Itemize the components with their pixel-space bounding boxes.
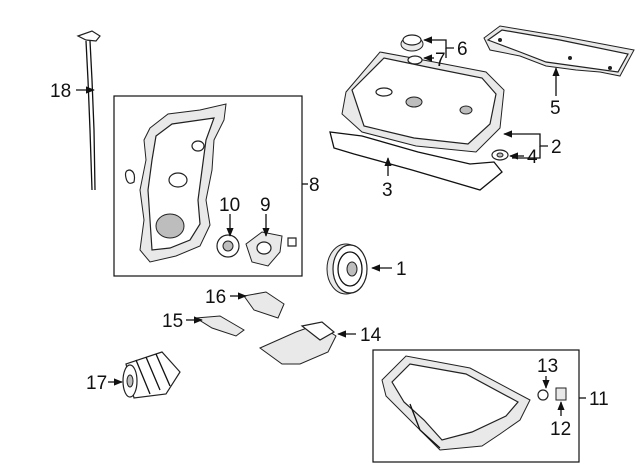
callout-15: 15 xyxy=(162,311,183,332)
valve-cover-gasket-part xyxy=(329,131,503,191)
callout-17: 17 xyxy=(86,373,107,394)
dipstick-part xyxy=(76,30,101,191)
oil-filter-part xyxy=(122,351,181,399)
crank-pulley-part xyxy=(326,243,368,295)
callout-2: 2 xyxy=(551,137,562,158)
callout-13: 13 xyxy=(537,356,558,377)
leader-lines xyxy=(76,36,586,416)
callout-7: 7 xyxy=(435,50,446,71)
front-cover-group-box xyxy=(113,95,303,277)
oil-pan-group-box xyxy=(372,349,580,463)
cap-seal-part xyxy=(407,55,423,65)
callout-9: 9 xyxy=(260,195,271,216)
callout-4: 4 xyxy=(527,147,538,168)
drain-bolt-part xyxy=(555,387,567,401)
callout-11: 11 xyxy=(589,389,609,410)
small-bolt-part xyxy=(287,237,297,247)
engine-cover-part xyxy=(483,25,635,77)
callout-18: 18 xyxy=(50,81,71,102)
valve-cover-part xyxy=(341,51,505,153)
crank-seal-part xyxy=(216,234,240,258)
baffle-plate-part xyxy=(194,315,245,337)
callout-10: 10 xyxy=(219,195,240,216)
callout-12: 12 xyxy=(550,419,571,440)
callout-14: 14 xyxy=(360,325,382,346)
washer-part xyxy=(491,149,509,161)
callout-1: 1 xyxy=(396,259,407,280)
callout-6: 6 xyxy=(457,39,468,60)
callout-5: 5 xyxy=(550,98,561,119)
drain-washer-part xyxy=(537,389,549,401)
oil-baffle-part xyxy=(259,321,337,365)
oil-cap-part xyxy=(400,34,424,52)
callout-16: 16 xyxy=(205,287,226,308)
callout-labels: 1 2 3 4 5 6 7 8 9 10 11 12 13 14 15 16 1… xyxy=(50,39,609,440)
callout-8: 8 xyxy=(309,175,320,196)
callout-3: 3 xyxy=(382,180,393,201)
timing-chain-cover-part xyxy=(124,103,227,263)
rocker-arm-part xyxy=(245,231,283,267)
oil-pan-part xyxy=(381,355,531,451)
bracket-part xyxy=(243,291,285,319)
